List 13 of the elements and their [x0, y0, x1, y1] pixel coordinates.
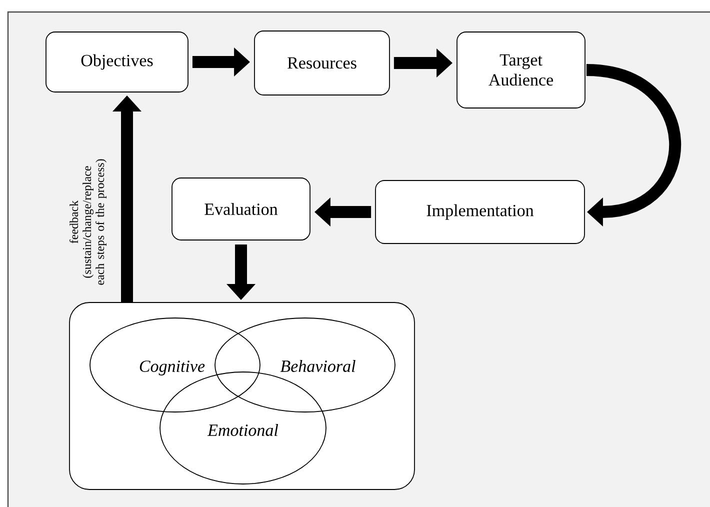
process-box: Resources	[254, 30, 390, 96]
process-box: Evaluation	[172, 178, 310, 240]
process-box: Target Audience	[456, 32, 586, 108]
venn-circle	[214, 318, 396, 412]
venn-label: Behavioral	[280, 360, 356, 372]
block-arrow	[586, 64, 681, 227]
process-box: Implementation	[375, 180, 585, 244]
venn-circle	[90, 318, 260, 412]
venn-label: Cognitive	[140, 360, 205, 376]
edge-label: feedback (sustain/change/replace each steps of the process)	[70, 159, 106, 285]
domain-box	[69, 302, 415, 490]
venn-label: Emotional	[207, 424, 278, 436]
process-box: Objectives	[46, 32, 188, 92]
